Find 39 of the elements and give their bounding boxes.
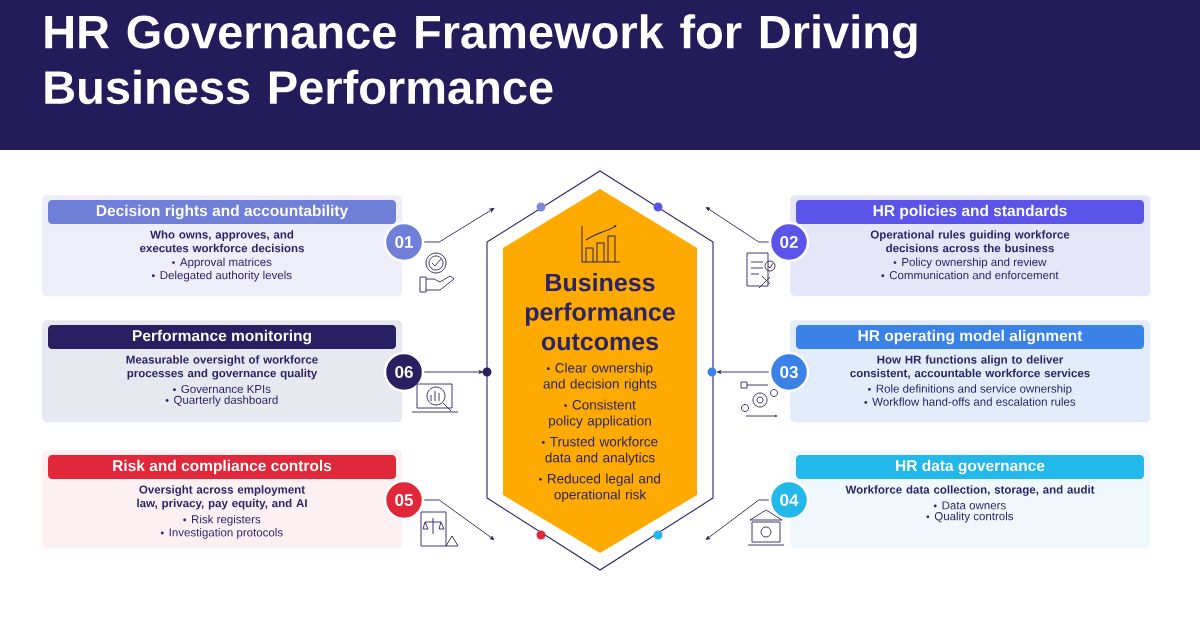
card-subtitle: How HR functions align to deliver consistent, accountable workforce services [850, 355, 1090, 379]
card-subtitle: Workforce data collection, storage, and audit [845, 485, 1095, 496]
bullet-item: Quarterly dashboard [165, 395, 278, 407]
arrow [423, 370, 484, 374]
arrow [423, 499, 495, 540]
number-badge: 05 [383, 479, 425, 521]
bullet-item: Risk registers [183, 514, 261, 526]
card-subtitle: Who owns, approves, and executes workforce decisions [140, 230, 304, 253]
bullet-item: Workflow hand-offs and escalation rules [864, 397, 1076, 406]
number-badge: 04 [768, 479, 810, 521]
card-subtitle: Operational rules guiding workforce decisions across the business [870, 230, 1070, 253]
bullet-item: Clear ownership and decision rights [543, 362, 657, 392]
bullet-item: Approval matrices [172, 257, 272, 269]
bullet-item: Reduced legal and operational risk [539, 473, 661, 503]
card-header: HR operating model alignment [796, 325, 1144, 349]
hexagon-outline [486, 170, 714, 571]
bullet-item: Policy ownership and review [893, 257, 1047, 269]
bullet-item: Investigation protocols [160, 528, 283, 539]
heading: Business performance outcomes [525, 273, 675, 351]
bullet-item: Data owners [933, 501, 1006, 510]
number-badge: 01 [383, 221, 425, 263]
bullet-item: Consistent policy application [549, 399, 651, 429]
card-subtitle: Oversight across employment law, privacy, pay equity, and AI [137, 485, 307, 510]
bullet-item: Communication and enforcement [881, 270, 1059, 280]
number-badge: 02 [768, 221, 810, 263]
bullet-item: Quality controls [926, 511, 1014, 523]
arrow [705, 499, 770, 540]
card-header: Performance monitoring [48, 325, 396, 349]
arrow [716, 370, 770, 374]
arrow [423, 207, 495, 243]
title: HR Governance Framework for Driving Business Performance [45, 14, 917, 105]
bullet-item: Delegated authority levels [151, 270, 292, 282]
card-subtitle: Measurable oversight of workforce processes and governance quality [126, 355, 318, 380]
bullet-item: Role definitions and service ownership [868, 384, 1072, 395]
bullet-item: Governance KPIs [173, 384, 271, 394]
bullet-item: Trusted workforce data and analytics [541, 436, 658, 466]
arrow [705, 207, 770, 243]
number-badge: 03 [768, 351, 810, 393]
number-badge: 06 [383, 351, 425, 393]
